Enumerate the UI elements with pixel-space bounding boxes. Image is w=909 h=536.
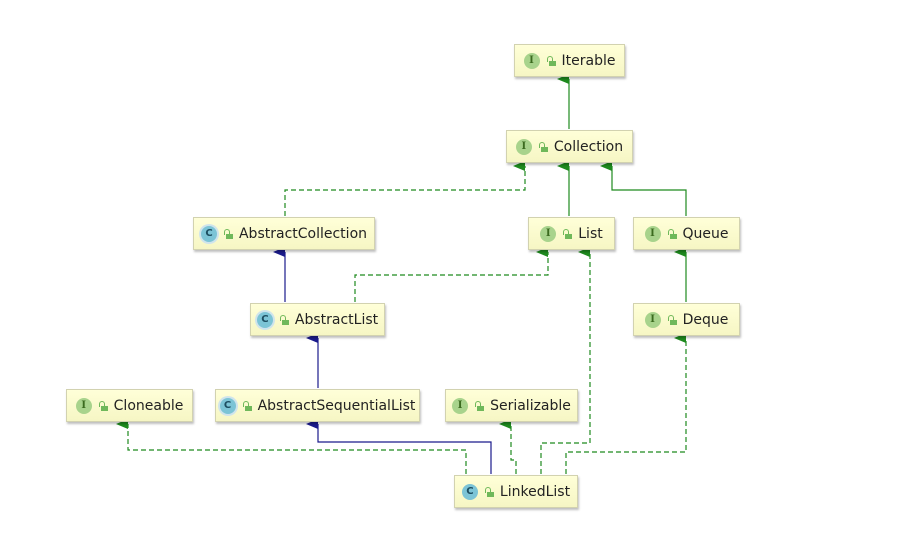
- public-lock-icon: [279, 314, 289, 325]
- node-abstract-list[interactable]: C AbstractList: [250, 303, 385, 336]
- public-lock-icon: [474, 400, 485, 411]
- edge-linkedlist-deque: [565, 333, 687, 474]
- abstract-class-icon: C: [256, 311, 273, 328]
- public-lock-icon: [667, 314, 677, 325]
- public-lock-icon: [223, 228, 233, 239]
- node-label: Cloneable: [113, 397, 184, 414]
- interface-icon: I: [644, 311, 661, 328]
- interface-icon: I: [452, 397, 469, 414]
- interface-icon: I: [644, 225, 661, 242]
- public-lock-icon: [98, 400, 108, 411]
- node-queue[interactable]: I Queue: [633, 217, 740, 250]
- public-lock-icon: [538, 141, 548, 152]
- public-lock-icon: [484, 486, 494, 497]
- public-lock-icon: [242, 400, 252, 411]
- class-icon: C: [461, 483, 478, 500]
- edge-abstractlist-list: [354, 247, 549, 302]
- interface-icon: I: [540, 225, 557, 242]
- node-deque[interactable]: I Deque: [633, 303, 740, 336]
- node-linked-list[interactable]: C LinkedList: [454, 475, 578, 508]
- edge-queue-collection: [600, 161, 687, 216]
- abstract-class-icon: C: [219, 397, 236, 414]
- interface-icon: I: [523, 52, 540, 69]
- interface-icon: I: [515, 138, 532, 155]
- edge-linkedlist-serializable: [499, 419, 517, 474]
- edge-linkedlist-list: [540, 247, 591, 474]
- node-abstract-sequential-list[interactable]: C AbstractSequentialList: [215, 389, 420, 422]
- edge-abstractcollection-collection: [284, 161, 526, 216]
- node-label: Deque: [682, 311, 729, 328]
- edge-linkedlist-abstractsequentiallist: [306, 419, 492, 474]
- node-label: AbstractList: [294, 311, 379, 328]
- public-lock-icon: [667, 228, 677, 239]
- public-lock-icon: [562, 228, 573, 239]
- node-serializable[interactable]: I Serializable: [445, 389, 578, 422]
- node-label: Serializable: [490, 397, 571, 414]
- interface-icon: I: [75, 397, 92, 414]
- node-collection[interactable]: I Collection: [506, 130, 633, 163]
- node-label: Collection: [553, 138, 624, 155]
- node-list[interactable]: I List: [528, 217, 615, 250]
- node-label: Iterable: [561, 52, 616, 69]
- node-label: AbstractCollection: [238, 225, 368, 242]
- node-label: Queue: [682, 225, 729, 242]
- node-cloneable[interactable]: I Cloneable: [66, 389, 193, 422]
- abstract-class-icon: C: [200, 225, 217, 242]
- public-lock-icon: [546, 55, 556, 66]
- node-label: AbstractSequentialList: [257, 397, 416, 414]
- node-abstract-collection[interactable]: C AbstractCollection: [193, 217, 375, 250]
- edge-linkedlist-cloneable: [116, 419, 467, 474]
- node-iterable[interactable]: I Iterable: [514, 44, 625, 77]
- node-label: LinkedList: [499, 483, 571, 500]
- node-label: List: [578, 225, 603, 242]
